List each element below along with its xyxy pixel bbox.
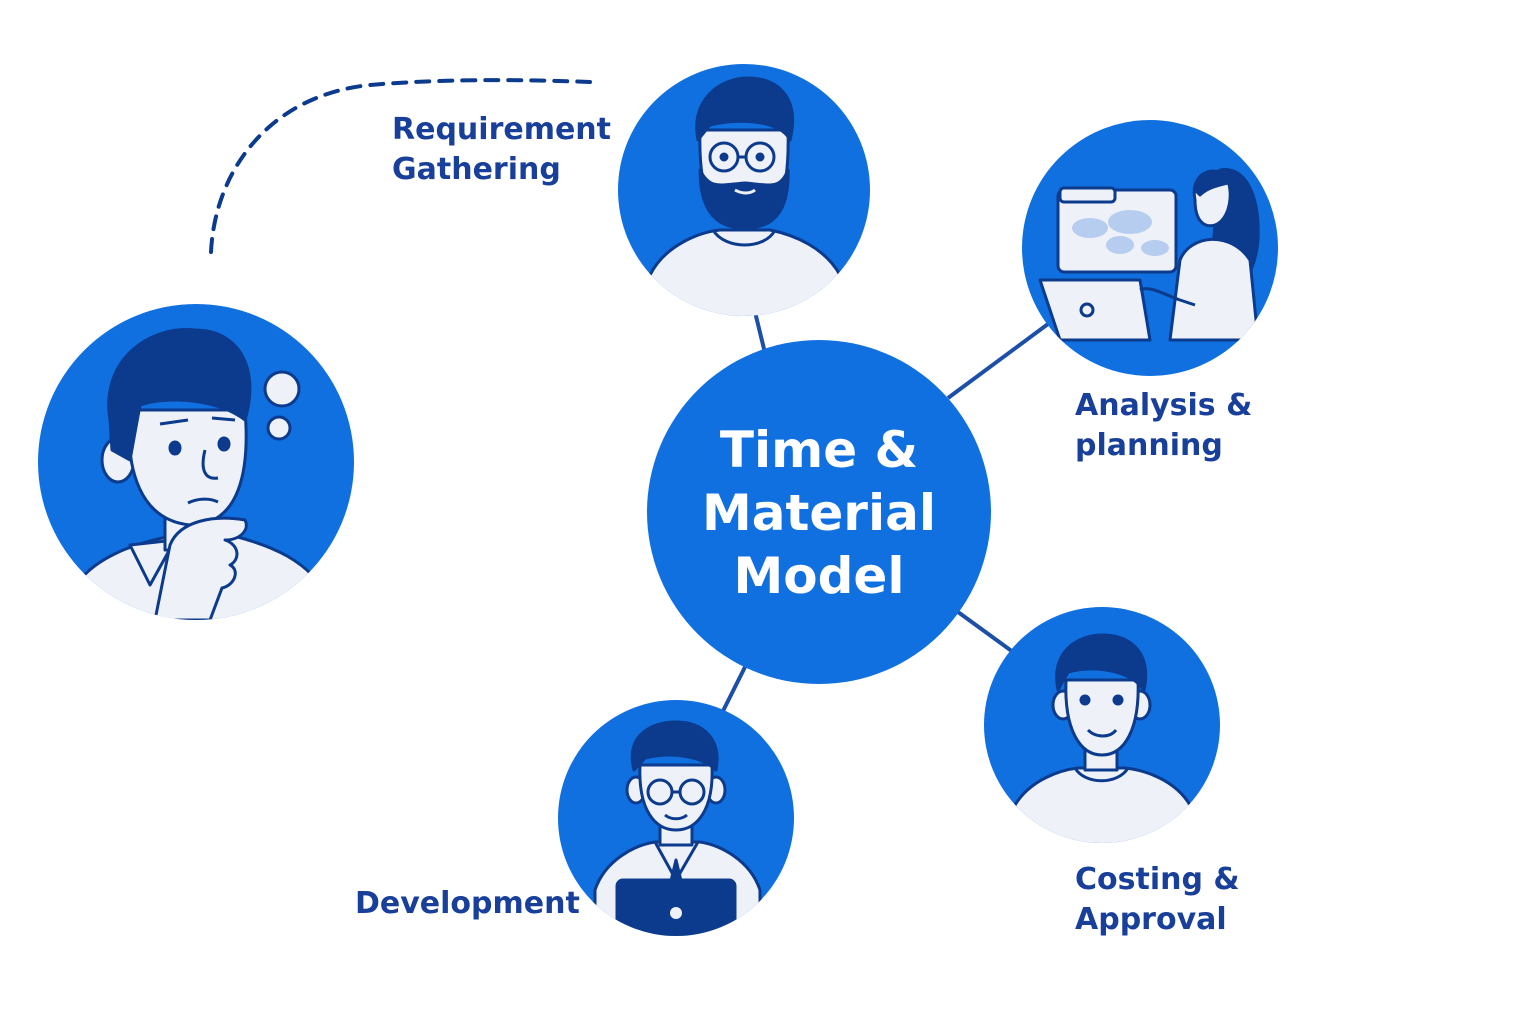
requirement-label-line-1: Requirement xyxy=(392,112,612,147)
development-label: Development xyxy=(355,884,580,924)
analysis-label-line-1: Analysis & xyxy=(1075,388,1253,423)
bearded-man-icon xyxy=(618,64,870,316)
analysis-planning-label: Analysis & planning xyxy=(1075,386,1252,466)
connector-lines xyxy=(720,311,1050,714)
thought-bubble-small-icon xyxy=(266,415,292,441)
center-line-2: Material xyxy=(702,484,936,542)
center-line-3: Model xyxy=(734,547,905,605)
connector-analysis xyxy=(946,322,1050,400)
woman-laptop-icon xyxy=(1022,120,1278,376)
connector-costing xyxy=(956,610,1015,654)
smiling-man-icon xyxy=(984,607,1220,843)
dashed-connector xyxy=(209,78,592,254)
thought-bubble-icon xyxy=(263,370,301,408)
connector-requirement xyxy=(753,311,767,354)
development-label-line-1: Development xyxy=(355,886,580,921)
requirement-label-line-2: Gathering xyxy=(392,152,561,187)
thinking-person-icon xyxy=(38,304,354,620)
costing-label-line-2: Approval xyxy=(1075,902,1227,937)
developer-icon xyxy=(558,700,794,936)
costing-label-line-1: Costing & xyxy=(1075,862,1240,897)
connector-development xyxy=(720,666,747,714)
costing-approval-label: Costing & Approval xyxy=(1075,860,1240,940)
analysis-label-line-2: planning xyxy=(1075,428,1223,463)
center-circle xyxy=(647,340,991,684)
requirement-gathering-label: Requirement Gathering xyxy=(392,110,611,190)
center-line-1: Time & xyxy=(720,421,918,479)
center-node: Time & Material Model xyxy=(647,340,991,684)
